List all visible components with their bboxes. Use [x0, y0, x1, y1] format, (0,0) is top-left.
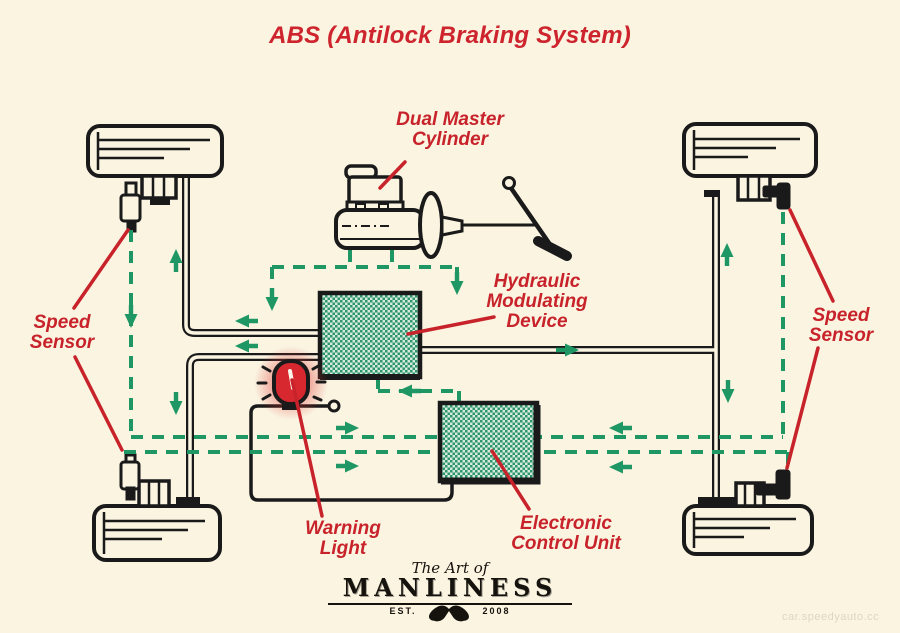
hydraulic-modulating-device — [317, 290, 423, 380]
wheel-front-left — [86, 124, 224, 205]
label-dual-master-cylinder: Dual Master Cylinder — [396, 109, 504, 151]
wheel-rear-right — [682, 481, 814, 556]
speed-sensor-rear-left — [119, 453, 141, 501]
speed-sensor-front-left — [119, 181, 142, 233]
logo-tagline: The Art of — [411, 559, 489, 577]
speed-sensor-front-right — [762, 182, 791, 210]
pointer-lines — [72, 160, 835, 518]
wheel-front-right — [682, 122, 818, 202]
watermark: car.speedyauto.cc — [782, 611, 880, 623]
label-speed-sensor-right: Speed Sensor — [808, 305, 874, 347]
logo-year: 2008 — [482, 606, 511, 617]
art-of-manliness-logo: The Art of MANLINESS EST. 2008 — [320, 559, 580, 622]
electronic-control-unit — [437, 400, 541, 485]
wheel-rear-left — [92, 479, 222, 562]
label-speed-sensor-left: Speed Sensor — [29, 312, 95, 354]
label-hydraulic-modulating-device: Hydraulic Modulating Device — [486, 271, 588, 333]
brake-pedal — [462, 176, 572, 261]
logo-rule — [328, 603, 572, 606]
diagram-title: ABS (Antilock Braking System) — [269, 22, 631, 49]
speed-sensor-rear-right — [755, 469, 791, 500]
logo-est: EST. — [389, 606, 417, 617]
label-warning-light: Warning Light — [305, 518, 381, 560]
dual-master-cylinder — [334, 164, 464, 259]
warning-light-wire — [249, 399, 454, 502]
logo-name: MANLINESS — [342, 573, 558, 602]
label-electronic-control-unit: Electronic Control Unit — [511, 513, 621, 555]
